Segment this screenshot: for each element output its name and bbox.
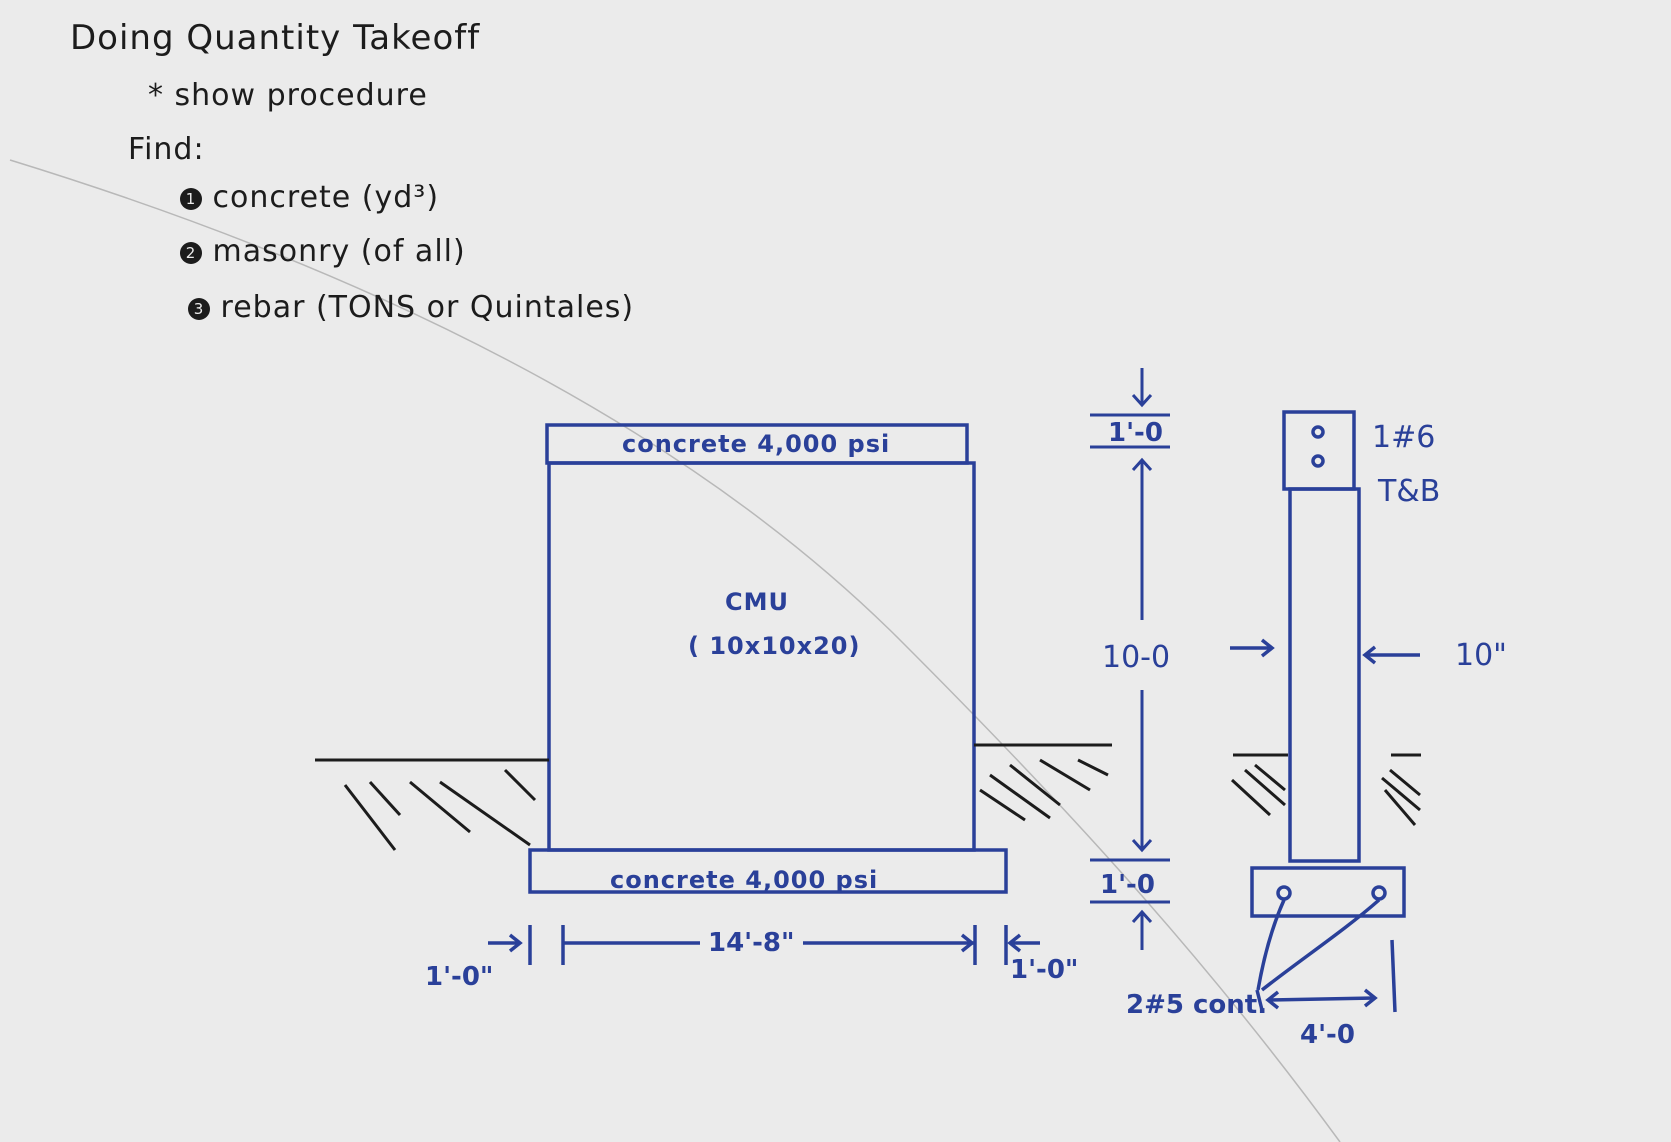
footing-width-label: 4'-0 [1300,1020,1355,1050]
dim-right-label: 1'-0" [1010,955,1079,985]
wall-thickness-label: 10" [1455,638,1507,673]
arrowhead-dim-right [960,933,975,953]
top-rebar-note: T&B [1378,474,1441,509]
footing-thickness-label: 1'-0 [1100,870,1155,900]
dim-left-label: 1'-0" [425,962,494,992]
find-label: Find: [128,132,205,167]
leader-rebar-2 [1260,898,1381,992]
find-item-rebar: 3 rebar (TONS or Quintales) [188,290,634,325]
height-dimension [1090,368,1170,950]
rebar-top-1 [1311,425,1325,439]
wall-height-label: 10-0 [1102,640,1171,675]
ground-hatching [315,743,1421,851]
wall-section [1230,410,1420,1013]
footing-rebar-label: 2#5 cont. [1126,990,1268,1020]
rebar-top-2 [1311,454,1325,468]
top-beam-label: concrete 4,000 psi [622,430,891,458]
page-title: Doing Quantity Takeoff [70,18,481,58]
wall-label: CMU [725,588,789,616]
arrowhead-right [1007,933,1022,953]
footing-label: concrete 4,000 psi [610,866,879,894]
item-text: concrete (yd³) [212,180,440,215]
find-item-concrete: 1 concrete (yd³) [180,180,439,215]
section-bond-beam [1282,410,1356,491]
dim-length-label: 14'-8" [700,928,803,958]
rebar-footing-2 [1371,885,1387,901]
top-rebar-label: 1#6 [1372,420,1436,455]
top-thickness-label: 1'-0 [1108,418,1163,448]
item-marker: 1 [180,187,202,210]
arrowhead-left [508,933,523,953]
item-text: rebar (TONS or Quintales) [220,290,635,325]
subtitle-note: * show procedure [148,78,428,113]
paper-crease [9,159,1341,1142]
item-marker: 3 [188,297,210,320]
rebar-footing-1 [1276,885,1292,901]
footing [528,848,1008,894]
item-marker: 2 [180,241,202,264]
find-item-masonry: 2 masonry (of all) [180,234,466,269]
leader-rebar-1 [1256,899,1286,991]
section-wall [1288,487,1361,863]
item-text: masonry (of all) [212,234,466,269]
wall-size-label: ( 10x10x20) [688,632,861,660]
section-footing [1250,866,1406,918]
